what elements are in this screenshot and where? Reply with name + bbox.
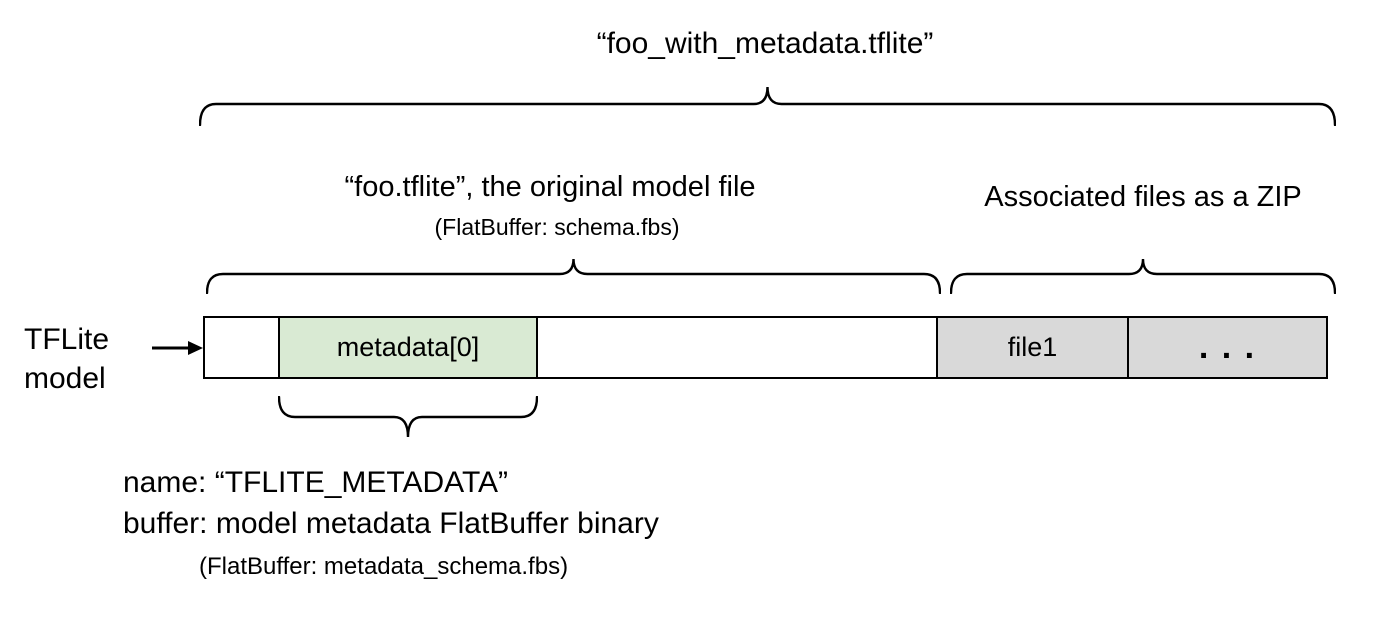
- associated-files-brace-icon: [950, 258, 1336, 294]
- model-file-bar: metadata[0] file1 . . .: [203, 316, 1328, 379]
- model-file-schema-label: (FlatBuffer: schema.fbs): [434, 214, 680, 240]
- tflite-model-label-line1: TFLite: [24, 323, 110, 356]
- segment-leading-empty: [205, 318, 278, 377]
- segment-file1: file1: [936, 318, 1127, 377]
- model-file-section-label: “foo.tflite”, the original model file: [344, 171, 756, 203]
- metadata-brace-icon: [278, 396, 538, 438]
- metadata-note: name: “TFLITE_METADATA” buffer: model me…: [123, 462, 659, 587]
- tflite-model-label: TFLite model: [24, 320, 109, 398]
- file-title: “foo_with_metadata.tflite”: [596, 27, 934, 60]
- tflite-model-label-line2: model: [24, 362, 106, 395]
- top-brace-icon: [199, 86, 1336, 126]
- metadata-note-schema: (FlatBuffer: metadata_schema.fbs): [199, 553, 569, 580]
- metadata-note-name: name: “TFLITE_METADATA”: [123, 466, 509, 499]
- segment-more-files: . . .: [1127, 318, 1326, 377]
- right-arrow-icon: [152, 341, 203, 355]
- segment-model-content: [536, 318, 936, 377]
- model-file-brace-icon: [206, 258, 941, 294]
- segment-metadata: metadata[0]: [278, 318, 536, 377]
- associated-files-section-label: Associated files as a ZIP: [984, 181, 1302, 213]
- metadata-note-buffer: buffer: model metadata FlatBuffer binary: [123, 507, 659, 540]
